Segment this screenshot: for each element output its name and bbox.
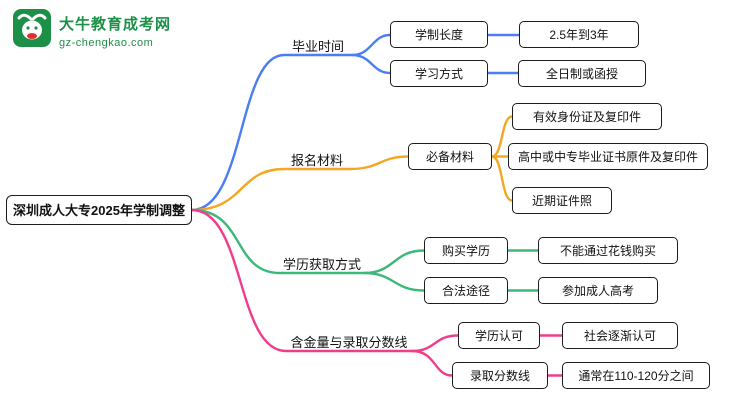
- leaf-diploma-copy: 高中或中专毕业证书原件及复印件: [508, 143, 708, 170]
- leaf-take-exam: 参加成人高考: [538, 277, 658, 304]
- topic-required-materials: 必备材料: [408, 143, 492, 170]
- bull-logo-icon: [12, 8, 52, 53]
- root-node: 深圳成人大专2025年学制调整: [6, 195, 192, 225]
- branch-label-degree-acquisition: 学历获取方式: [282, 256, 361, 272]
- branch-label-registration-materials: 报名材料: [290, 152, 343, 168]
- leaf-study-mode-value: 全日制或函授: [518, 60, 646, 87]
- site-domain: gz-chengkao.com: [59, 36, 154, 49]
- leaf-cannot-buy: 不能通过花钱购买: [538, 237, 678, 264]
- topic-degree-recognition: 学历认可: [458, 322, 540, 349]
- leaf-program-length-value: 2.5年到3年: [519, 21, 639, 48]
- branch-label-value-and-score: 含金量与录取分数线: [290, 334, 408, 350]
- topic-program-length: 学制长度: [390, 21, 488, 48]
- site-logo-link[interactable]: 大牛教育成考网 gz-chengkao.com: [12, 8, 171, 53]
- topic-study-mode: 学习方式: [390, 60, 488, 87]
- topic-admission-score: 录取分数线: [452, 362, 548, 389]
- topic-legal-way: 合法途径: [424, 277, 508, 304]
- topic-buy-degree: 购买学历: [424, 237, 508, 264]
- leaf-social-recognition: 社会逐渐认可: [562, 322, 678, 349]
- leaf-score-range: 通常在110-120分之间: [562, 362, 710, 389]
- leaf-id-photo: 近期证件照: [512, 187, 612, 214]
- site-name: 大牛教育成考网: [59, 15, 172, 33]
- leaf-id-card-copy: 有效身份证及复印件: [512, 103, 662, 130]
- branch-label-graduation-time: 毕业时间: [291, 38, 344, 54]
